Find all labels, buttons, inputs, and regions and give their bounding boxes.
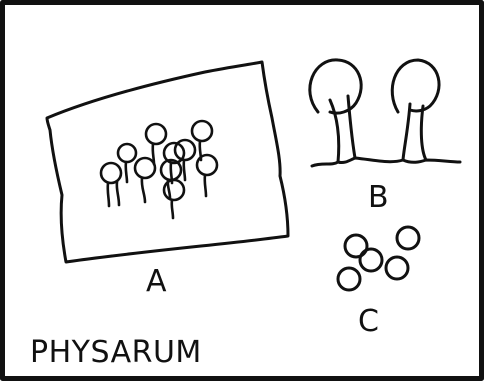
label-b: B: [368, 183, 389, 213]
sporangium: [164, 180, 184, 200]
diagram-title: PHYSARUM: [30, 338, 202, 368]
frame-border: [3, 3, 482, 379]
sporangium: [192, 121, 212, 141]
substrate-line: [312, 158, 460, 166]
spore: [386, 257, 408, 279]
sporangia-cluster: [101, 121, 217, 218]
sporangium: [118, 144, 136, 162]
sporangium: [146, 124, 166, 144]
stalk: [403, 104, 410, 160]
spore: [360, 249, 382, 271]
label-a: A: [146, 267, 167, 297]
label-c: C: [358, 307, 379, 337]
spore: [338, 268, 360, 290]
sporangium-head: [392, 60, 439, 112]
sporangium-head: [310, 60, 361, 113]
sporangium: [101, 163, 121, 183]
sporangium: [175, 140, 195, 160]
spore: [397, 227, 419, 249]
stalk: [330, 100, 339, 162]
enlarged-sporangia: [310, 60, 460, 166]
sporangium: [135, 158, 155, 178]
spores: [338, 227, 419, 290]
sporangium: [197, 155, 217, 175]
stalk: [421, 106, 426, 160]
